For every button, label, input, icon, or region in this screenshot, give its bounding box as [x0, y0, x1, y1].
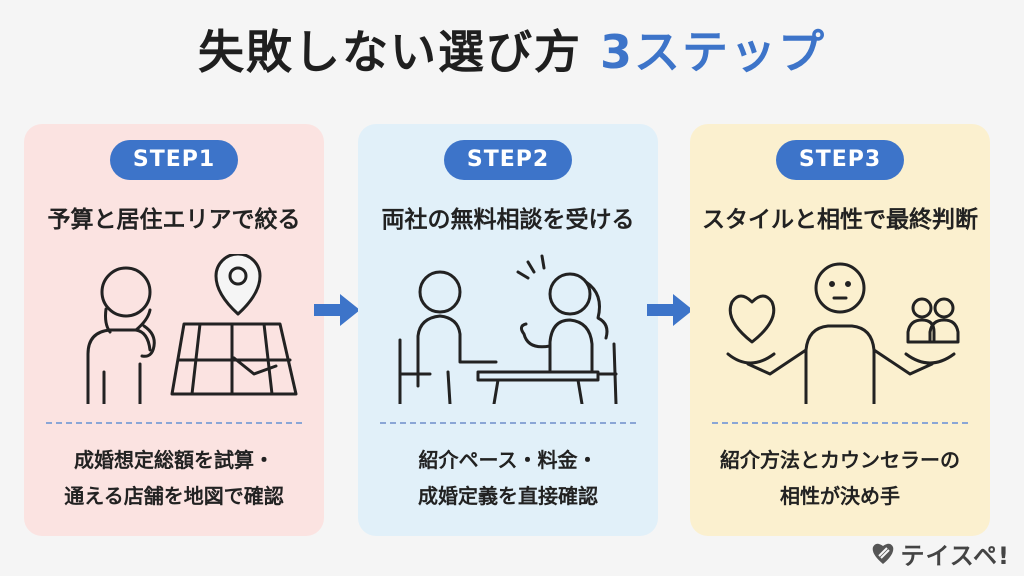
step1-desc-line1: 成婚想定総額を試算・ [74, 448, 274, 472]
step2-heading: 両社の無料相談を受ける [381, 207, 635, 233]
step1-badge: STEP1 [110, 140, 238, 180]
step2-desc-line2: 成婚定義を直接確認 [418, 484, 598, 508]
step1-desc-line2: 通える店舗を地図で確認 [64, 484, 284, 508]
step3-desc-line1: 紹介方法とカウンセラーの [720, 448, 960, 472]
step1-divider [46, 422, 302, 424]
step2-desc-line1: 紹介ペース・料金・ [418, 448, 598, 472]
map-pin-icon [170, 254, 298, 396]
balance-person-icon [726, 262, 960, 404]
step3-badge: STEP3 [776, 140, 904, 180]
step1-card: STEP1 予算と居住エリアで絞る 成婚想定総額を試算・ 通える店舗を地図で確認 [24, 124, 324, 536]
thinking-person-map-icon [86, 254, 298, 404]
page-title: 失敗しない選び方 3ステップ [0, 22, 1024, 82]
step3-card: STEP3 スタイルと相性で最終判断 紹介方法とカウンセラーの 相性が決め手 [690, 124, 990, 536]
step3-desc-line2: 相性が決め手 [780, 484, 900, 508]
logo-text: テイスペ! [900, 541, 1010, 570]
people-icon [906, 297, 960, 344]
heart-logo-icon [873, 543, 894, 564]
step2-desc: 紹介ペース・料金・ 成婚定義を直接確認 [358, 442, 658, 514]
consultation-table-icon [398, 254, 618, 404]
step1-desc: 成婚想定総額を試算・ 通える店舗を地図で確認 [24, 442, 324, 514]
arrow-right-icon [647, 294, 693, 326]
thinking-person-icon [86, 266, 156, 404]
title-main: 失敗しない選び方 [197, 25, 582, 79]
heart-icon [728, 294, 776, 344]
step2-card: STEP2 両社の無料相談を受ける 紹介ペース・料金・ 成婚定義を直接確認 [358, 124, 658, 536]
step3-divider [712, 422, 968, 424]
title-accent: 3ステップ [599, 25, 826, 79]
step2-divider [380, 422, 636, 424]
step2-badge: STEP2 [444, 140, 572, 180]
step3-desc: 紹介方法とカウンセラーの 相性が決め手 [690, 442, 990, 514]
arrow-right-icon [314, 294, 360, 326]
step3-heading: スタイルと相性で最終判断 [702, 207, 978, 233]
step1-heading: 予算と居住エリアで絞る [47, 207, 301, 233]
logo: テイスペ! [870, 538, 1010, 570]
